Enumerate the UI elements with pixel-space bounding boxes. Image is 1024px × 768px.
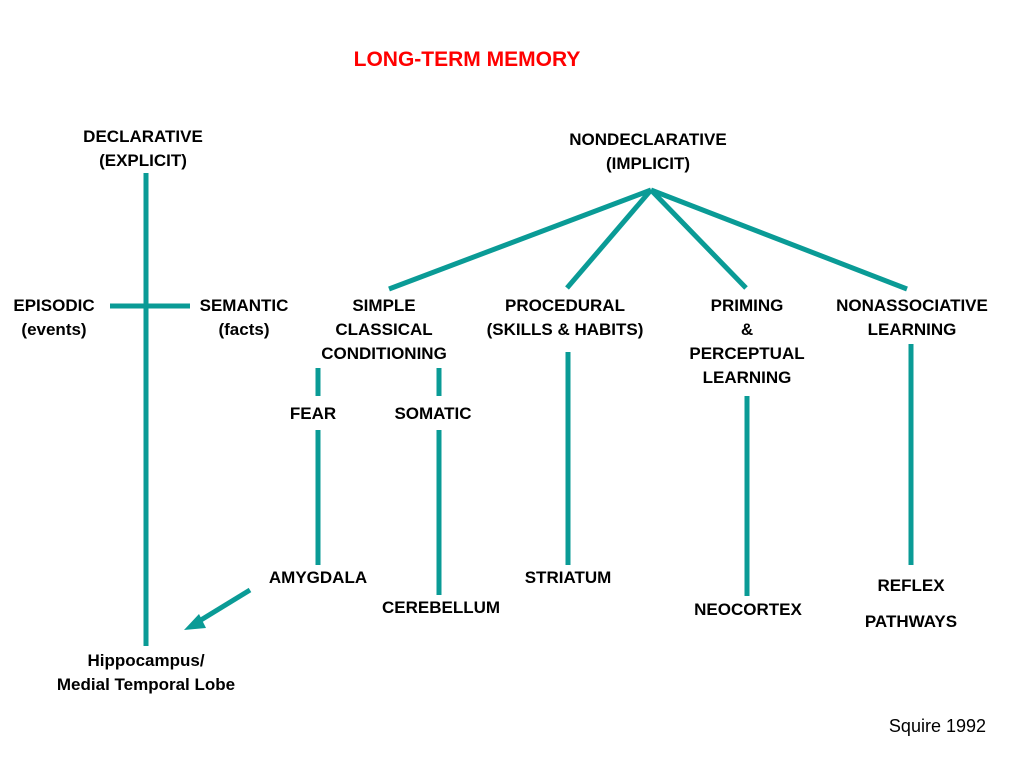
node-hippocampus: Hippocampus/ Medial Temporal Lobe xyxy=(30,649,262,697)
node-hippocampus-line-1: Hippocampus/ xyxy=(87,651,205,670)
node-striatum: STRIATUM xyxy=(524,568,612,587)
connector-nondeclarative-procedural xyxy=(565,188,653,290)
node-procedural-line-1: PROCEDURAL xyxy=(505,296,625,315)
node-nondeclarative-line-2: (IMPLICIT) xyxy=(605,154,691,173)
node-reflex-pathways: REFLEX PATHWAYS xyxy=(846,568,976,640)
node-simple-line-2: CLASSICAL xyxy=(335,320,433,339)
node-declarative-line-1: DECLARATIVE xyxy=(83,127,203,146)
node-cerebellum: CEREBELLUM xyxy=(381,598,501,617)
arrowhead xyxy=(184,614,206,630)
node-nonassociative-learning: NONASSOCIATIVE LEARNING xyxy=(816,294,1008,342)
node-semantic: SEMANTIC (facts) xyxy=(190,294,298,342)
node-nonassociative-line-1: NONASSOCIATIVE xyxy=(836,296,988,315)
node-semantic-line-1: SEMANTIC xyxy=(199,296,289,315)
node-episodic-line-1: EPISODIC xyxy=(13,296,95,315)
node-declarative: DECLARATIVE (EXPLICIT) xyxy=(58,125,228,173)
node-nondeclarative: NONDECLARATIVE (IMPLICIT) xyxy=(548,128,748,176)
node-episodic: EPISODIC (events) xyxy=(4,294,104,342)
node-amygdala: AMYGDALA xyxy=(268,568,368,587)
node-simple-classical-conditioning: SIMPLE CLASSICAL CONDITIONING xyxy=(304,294,464,366)
citation: Squire 1992 xyxy=(888,716,986,736)
node-somatic: SOMATIC xyxy=(394,404,472,423)
node-nonassociative-line-2: LEARNING xyxy=(867,320,957,339)
node-declarative-line-2: (EXPLICIT) xyxy=(99,151,187,170)
connector-nondeclarative-nonassociative xyxy=(650,187,908,292)
node-semantic-line-2: (facts) xyxy=(218,320,270,339)
node-procedural: PROCEDURAL (SKILLS & HABITS) xyxy=(470,294,660,342)
node-simple-line-3: CONDITIONING xyxy=(321,344,447,363)
node-priming-perceptual-learning: PRIMING & PERCEPTUAL LEARNING xyxy=(672,294,822,390)
node-nondeclarative-line-1: NONDECLARATIVE xyxy=(569,130,727,149)
diagram-title: LONG-TERM MEMORY xyxy=(353,48,581,71)
node-neocortex: NEOCORTEX xyxy=(694,600,802,619)
node-priming-line-4: LEARNING xyxy=(702,368,792,387)
node-simple-line-1: SIMPLE xyxy=(352,296,416,315)
node-fear: FEAR xyxy=(289,404,337,423)
node-reflex-line-1: REFLEX xyxy=(877,576,945,595)
node-priming-line-2: & xyxy=(740,320,754,339)
node-procedural-line-2: (SKILLS & HABITS) xyxy=(486,320,644,339)
node-episodic-line-2: (events) xyxy=(21,320,87,339)
node-priming-line-1: PRIMING xyxy=(710,296,784,315)
connector-nondeclarative-priming xyxy=(649,188,748,290)
node-priming-line-3: PERCEPTUAL xyxy=(689,344,805,363)
connector-amygdala-hippocampus-arrow xyxy=(194,587,252,626)
connector-nondeclarative-simple xyxy=(388,187,652,292)
node-hippocampus-line-2: Medial Temporal Lobe xyxy=(56,675,236,694)
node-reflex-line-2: PATHWAYS xyxy=(864,612,958,631)
